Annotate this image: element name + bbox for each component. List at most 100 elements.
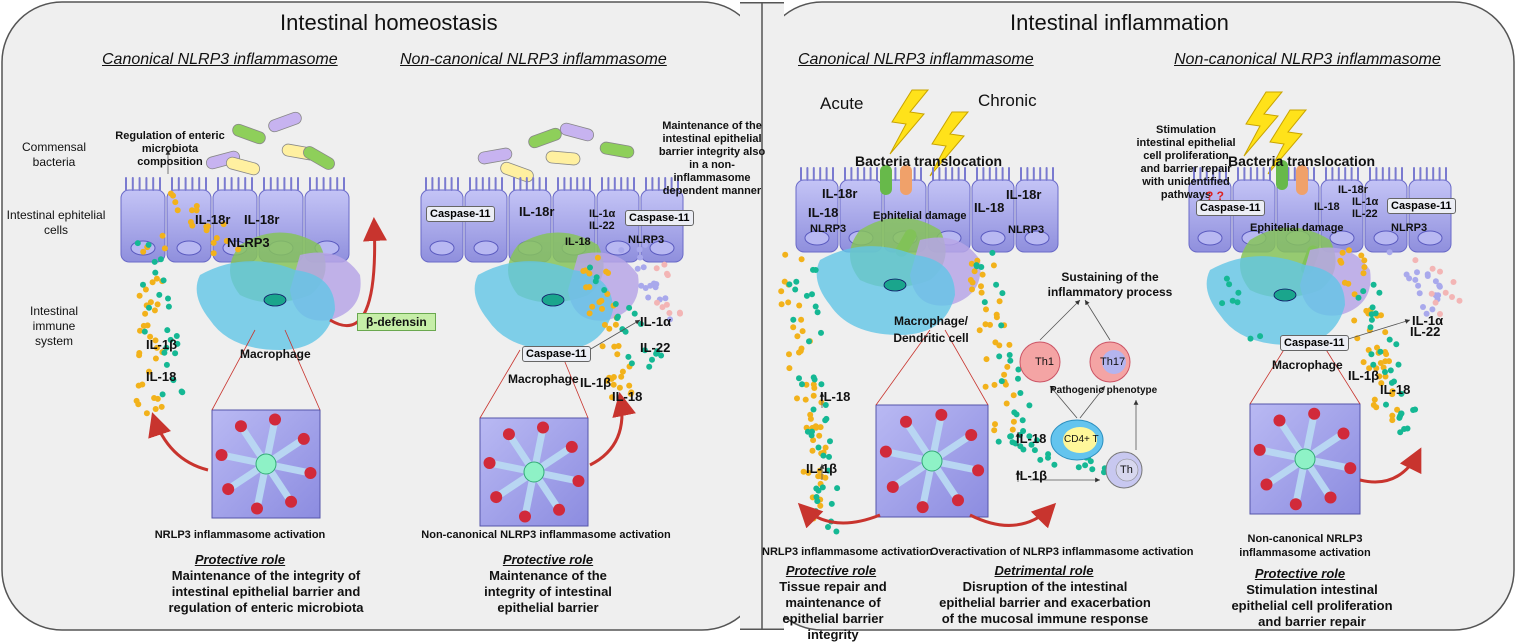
il18-dot — [809, 447, 816, 454]
il18-dot — [213, 235, 220, 241]
il18-dot — [794, 333, 801, 340]
il1a-dot — [647, 282, 654, 289]
il1b-dot — [658, 352, 665, 359]
il1b-dot — [165, 303, 172, 310]
il1a-dot — [618, 247, 625, 254]
bacterium — [477, 147, 513, 165]
il18-dot — [594, 254, 601, 261]
p3-sustaining: Sustaining of the inflammatory process — [1047, 270, 1173, 299]
il1b-dot — [827, 438, 833, 445]
il1b-dot — [157, 256, 164, 263]
zoom-line — [211, 329, 256, 411]
il22-dot — [654, 299, 660, 306]
il1b-dot — [1383, 401, 1389, 408]
il1b-dot — [998, 322, 1005, 329]
il18-dot — [1337, 257, 1344, 264]
il18-dot — [796, 302, 803, 309]
il18-dot — [193, 203, 200, 209]
inflammasome-cap — [1344, 462, 1357, 475]
il1b-dot — [1367, 324, 1374, 331]
th1-cell — [1019, 341, 1061, 383]
il18-dot — [606, 325, 613, 332]
il1b-dot — [151, 258, 158, 265]
il22-dot — [1428, 290, 1435, 297]
il18-dot — [142, 286, 149, 293]
il1b-dot — [1223, 275, 1230, 282]
il1b-dot — [1045, 451, 1052, 458]
il18-dot — [1341, 279, 1348, 286]
il18-dot — [152, 406, 159, 412]
il18-dot — [203, 223, 210, 230]
p1-epithelium-nucleus — [176, 240, 202, 256]
inflammasome-cap — [215, 448, 228, 461]
il18-dot — [1339, 249, 1346, 256]
pathway-arrow — [583, 319, 641, 354]
il1b-dot — [1007, 357, 1014, 364]
il1b-dot — [790, 316, 797, 323]
il18-dot — [172, 199, 179, 206]
p3-il1b-t: IL-1β — [1016, 468, 1048, 483]
il22-dot — [1442, 289, 1449, 296]
il1b-dot — [814, 498, 821, 505]
activation-arrow — [329, 217, 387, 327]
il1b-dot — [1020, 428, 1027, 434]
il1a-dot — [642, 241, 649, 248]
il18-dot — [608, 375, 615, 382]
il18-dot — [816, 467, 823, 474]
il1b-dot — [812, 303, 819, 310]
macrophage-nucleus — [263, 293, 287, 307]
il1b-dot — [978, 264, 985, 270]
il22-dot — [663, 301, 670, 308]
p3-il18: IL-18 — [820, 389, 851, 404]
p4-macrophage: Macrophage — [1272, 358, 1343, 372]
il18-dot — [1377, 360, 1384, 366]
il18-dot — [140, 248, 147, 255]
il18-dot — [618, 373, 625, 380]
il18-dot — [976, 327, 983, 334]
il1a-dot — [653, 281, 660, 288]
il18-dot — [1378, 380, 1385, 387]
p1-regulation-label: Regulation of enteric microbiota composi… — [115, 130, 225, 168]
il18-dot — [154, 395, 161, 402]
il1b-dot — [996, 353, 1003, 360]
p2-il18r: IL-18r — [519, 204, 555, 219]
il1b-dot — [1376, 289, 1383, 296]
il22-dot — [653, 265, 660, 272]
il1a-dot — [667, 316, 673, 323]
panel3-subtitle: Canonical NLRP3 inflammasome — [798, 51, 1034, 68]
inflammasome-core — [1294, 448, 1316, 470]
il18-dot — [223, 238, 230, 244]
il18-dot — [235, 246, 242, 253]
p3-epithelium-nucleus — [1024, 230, 1050, 246]
macrophage-nucleus — [883, 278, 907, 292]
il1a-dot — [645, 294, 652, 301]
p4-epithelium-nucleus — [1417, 230, 1443, 246]
il18-dot — [799, 328, 806, 335]
il18-dot — [1389, 388, 1396, 395]
p4-desc: Stimulation intestinal epithelial cell p… — [1231, 582, 1393, 629]
il1b-dot — [815, 444, 822, 451]
il1b-dot — [159, 391, 166, 398]
cd4-nucleus — [1063, 427, 1097, 453]
il18-dot — [174, 207, 181, 214]
p3-th1: Th1 — [1035, 356, 1054, 368]
p1-il18r-b: IL-18r — [244, 212, 280, 227]
row-label-bacteria: Commensal bacteria — [21, 140, 87, 169]
il18-dot — [1374, 344, 1380, 351]
p4-caspase-b: Caspase-11 — [1387, 198, 1456, 214]
il22-dot — [1412, 257, 1419, 264]
il1b-dot — [998, 378, 1005, 385]
il1b-dot — [822, 402, 829, 408]
p3-role-protective: Protective role — [785, 563, 877, 578]
il18-dot — [810, 381, 817, 388]
activation-arrow — [969, 502, 1057, 529]
p2-caspase-a: Caspase-11 — [426, 206, 495, 222]
il1b-dot — [622, 328, 629, 335]
p1-macrophage: Macrophage — [240, 347, 311, 361]
il18-dot — [1004, 363, 1011, 370]
il1a-dot — [1429, 306, 1436, 313]
il1b-dot — [141, 328, 148, 335]
il18-dot — [781, 278, 788, 285]
il1b-dot — [1412, 406, 1419, 413]
il18-dot — [143, 410, 150, 417]
